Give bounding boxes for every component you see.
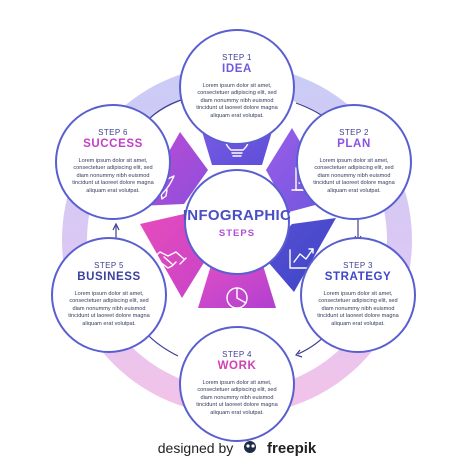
- step-title: SUCCESS: [83, 138, 143, 150]
- step-idea: STEP 1 IDEA Lorem ipsum dolor sit amet, …: [179, 29, 295, 145]
- step-number: STEP 2: [339, 128, 369, 137]
- step-title: STRATEGY: [324, 271, 392, 283]
- segment-work: [198, 262, 276, 308]
- step-description: Lorem ipsum dolor sit amet, consectetuer…: [196, 83, 278, 119]
- step-title: IDEA: [222, 63, 252, 75]
- center-title: INFOGRAPHIC: [182, 207, 292, 224]
- step-strategy: STEP 3 STRATEGY Lorem ipsum dolor sit am…: [300, 237, 416, 353]
- step-description: Lorem ipsum dolor sit amet, consectetuer…: [313, 158, 395, 194]
- arrowhead-5-6: [112, 222, 120, 231]
- step-number: STEP 4: [222, 350, 252, 359]
- center-circle: [184, 169, 290, 275]
- step-number: STEP 5: [94, 261, 124, 270]
- step-description: Lorem ipsum dolor sit amet, consectetuer…: [317, 291, 399, 327]
- step-description: Lorem ipsum dolor sit amet, consectetuer…: [68, 291, 150, 327]
- step-title: BUSINESS: [77, 271, 141, 283]
- step-work: STEP 4 WORK Lorem ipsum dolor sit amet, …: [179, 326, 295, 442]
- freepik-logo-icon: [244, 441, 256, 453]
- footer-prefix: designed by: [157, 440, 234, 456]
- step-description: Lorem ipsum dolor sit amet, consectetuer…: [196, 380, 278, 416]
- step-business: STEP 5 BUSINESS Lorem ipsum dolor sit am…: [51, 237, 167, 353]
- step-number: STEP 1: [222, 53, 252, 62]
- arrowhead-3-4: [294, 349, 303, 358]
- step-description: Lorem ipsum dolor sit amet, consectetuer…: [72, 158, 154, 194]
- step-number: STEP 6: [98, 128, 128, 137]
- footer-brand[interactable]: freepik: [267, 440, 317, 457]
- step-success: STEP 6 SUCCESS Lorem ipsum dolor sit ame…: [55, 104, 171, 220]
- footer-credit: designed by freepik: [0, 440, 474, 457]
- pie-chart-icon: [226, 287, 248, 309]
- step-plan: STEP 2 PLAN Lorem ipsum dolor sit amet, …: [296, 104, 412, 220]
- step-title: WORK: [217, 360, 257, 372]
- center-subtitle: STEPS: [218, 228, 256, 239]
- step-number: STEP 3: [343, 261, 373, 270]
- step-title: PLAN: [337, 138, 371, 150]
